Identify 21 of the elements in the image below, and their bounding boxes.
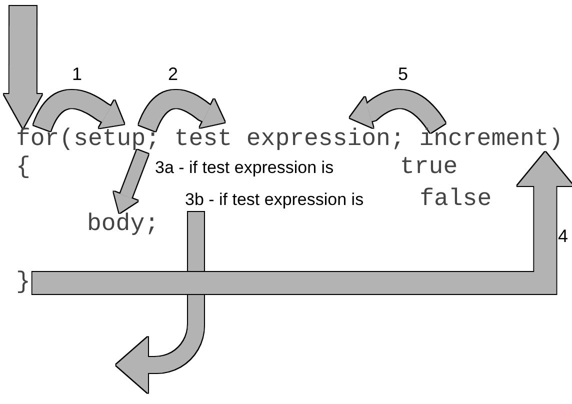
block-arrow <box>32 152 572 294</box>
step-number: 5 <box>398 64 408 84</box>
code-text: { <box>16 156 30 180</box>
condition-text: 3b - if test expression is <box>185 190 364 210</box>
code-text: increment) <box>419 128 564 152</box>
block-arrow <box>138 90 225 132</box>
block-arrow <box>4 6 42 128</box>
code-text: body; <box>87 213 160 237</box>
code-text: test expression; <box>174 128 405 152</box>
code-text: true <box>400 156 458 180</box>
block-arrow <box>116 212 204 393</box>
block-arrow <box>34 90 124 132</box>
block-arrow <box>350 90 446 133</box>
code-text: for( <box>16 128 74 152</box>
step-number: 4 <box>558 226 568 246</box>
code-text: } <box>16 271 30 295</box>
code-text: setup; <box>74 128 160 152</box>
step-number: 1 <box>72 64 82 84</box>
condition-text: 3a - if test expression is <box>155 158 334 178</box>
code-text: false <box>420 188 492 212</box>
step-number: 2 <box>168 64 178 84</box>
